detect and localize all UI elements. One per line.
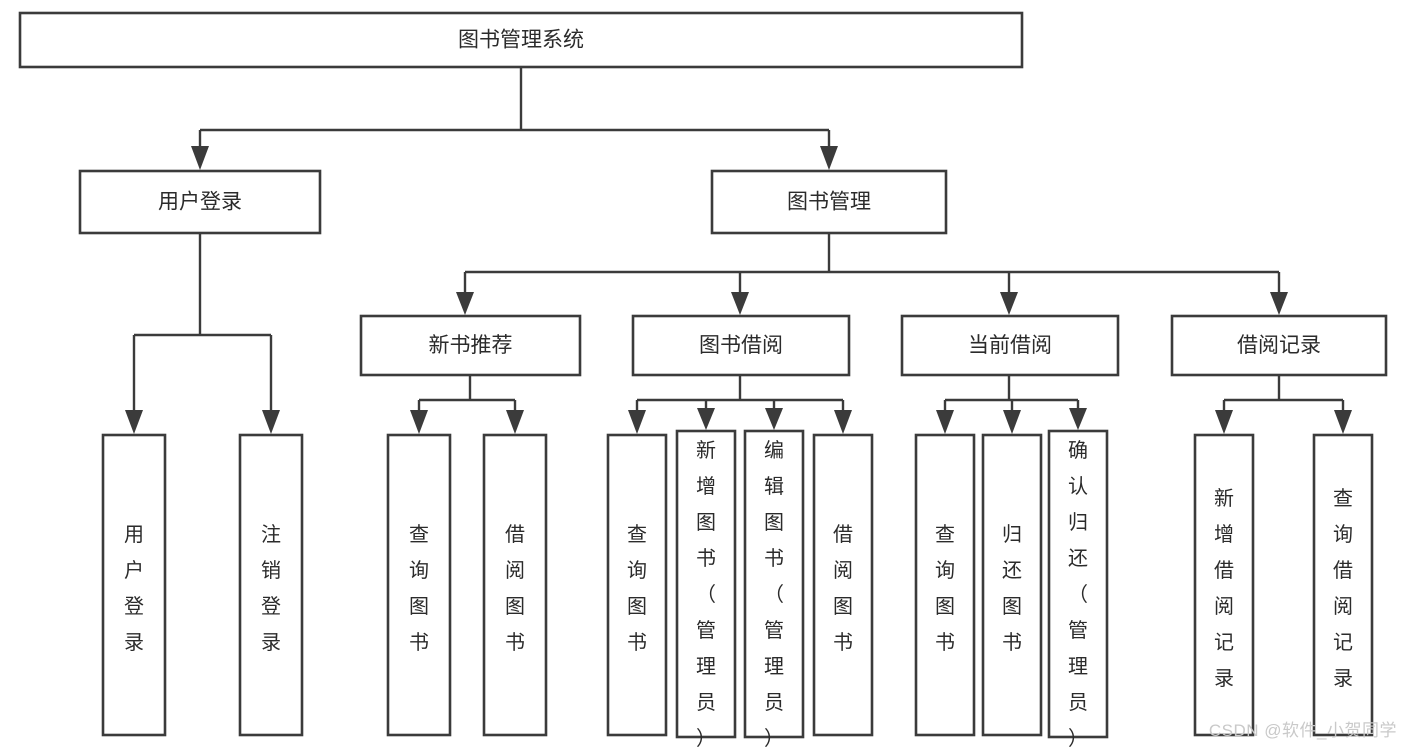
node-box-current-borrow (900, 314, 1120, 377)
arrow-borrow-record (1270, 292, 1288, 315)
arrow-leaf-logout (262, 410, 280, 434)
node-leaf-user-login[interactable]: 用户登录 (101, 433, 167, 737)
node-leaf-confirm-return[interactable]: 确认归还（管理员） (1047, 429, 1109, 747)
arrow-leaf-add-book (697, 408, 715, 430)
arrow-leaf-borrow-book-1 (506, 410, 524, 434)
node-box-leaf-query-record (1312, 433, 1374, 737)
arrow-leaf-query-book-2 (628, 410, 646, 434)
arrow-book-borrow (731, 292, 749, 315)
node-label-leaf-borrow-book-2: 借阅图书 (833, 523, 853, 654)
arrow-leaf-query-record (1334, 410, 1352, 434)
node-box-leaf-query-book-3 (914, 433, 976, 737)
node-box-leaf-user-login (101, 433, 167, 737)
arrow-leaf-query-book-3 (936, 410, 954, 434)
node-leaf-query-record[interactable]: 查询借阅记录 (1312, 433, 1374, 737)
node-label-leaf-add-record: 新增借阅记录 (1214, 487, 1234, 690)
node-leaf-add-book[interactable]: 新增图书（管理员） (675, 429, 737, 747)
arrow-leaf-confirm-return (1069, 408, 1087, 430)
node-box-leaf-borrow-book-2 (812, 433, 874, 737)
arrow-leaf-add-record (1215, 410, 1233, 434)
node-label-leaf-edit-book: 编辑图书（管理员） (764, 439, 784, 747)
node-leaf-edit-book[interactable]: 编辑图书（管理员） (743, 429, 805, 747)
arrow-leaf-query-book-1 (410, 410, 428, 434)
node-box-leaf-query-book-2 (606, 433, 668, 737)
node-label-leaf-add-book: 新增图书（管理员） (696, 439, 716, 747)
node-label-leaf-query-book-3: 查询图书 (935, 523, 955, 654)
node-user-login[interactable]: 用户登录 (78, 169, 322, 235)
arrow-leaf-borrow-book-2 (834, 410, 852, 434)
arrow-leaf-edit-book (765, 408, 783, 430)
node-box-borrow-record (1170, 314, 1388, 377)
node-box-book-manage (710, 169, 948, 235)
node-label-user-login: 用户登录 (158, 191, 242, 214)
node-leaf-borrow-book-1[interactable]: 借阅图书 (482, 433, 548, 737)
node-label-leaf-logout: 注销登录 (261, 523, 281, 654)
node-box-root (18, 11, 1024, 69)
connector-layer (125, 67, 1352, 434)
node-leaf-query-book-1[interactable]: 查询图书 (386, 433, 452, 737)
node-book-borrow[interactable]: 图书借阅 (631, 314, 851, 377)
node-label-leaf-return-book: 归还图书 (1002, 523, 1022, 654)
node-label-current-borrow: 当前借阅 (968, 334, 1052, 357)
node-label-leaf-query-record: 查询借阅记录 (1333, 487, 1353, 690)
arrow-current-borrow (1000, 292, 1018, 315)
node-box-leaf-borrow-book-1 (482, 433, 548, 737)
node-current-borrow[interactable]: 当前借阅 (900, 314, 1120, 377)
node-root[interactable]: 图书管理系统 (18, 11, 1024, 69)
node-label-book-manage: 图书管理 (787, 191, 871, 214)
node-box-new-book-recommend (359, 314, 582, 377)
node-new-book-recommend[interactable]: 新书推荐 (359, 314, 582, 377)
node-label-leaf-user-login: 用户登录 (124, 524, 144, 654)
node-label-leaf-query-book-2: 查询图书 (627, 523, 647, 654)
arrow-book-manage (820, 146, 838, 170)
node-leaf-borrow-book-2[interactable]: 借阅图书 (812, 433, 874, 737)
node-box-user-login (78, 169, 322, 235)
node-leaf-logout[interactable]: 注销登录 (238, 433, 304, 737)
arrow-leaf-return-book (1003, 410, 1021, 434)
node-leaf-return-book[interactable]: 归还图书 (981, 433, 1043, 737)
node-book-manage[interactable]: 图书管理 (710, 169, 948, 235)
arrow-user-login (191, 146, 209, 170)
arrow-leaf-user-login (125, 410, 143, 434)
node-layer: 图书管理系统用户登录图书管理新书推荐图书借阅当前借阅借阅记录用户登录注销登录查询… (18, 11, 1388, 747)
node-label-leaf-borrow-book-1: 借阅图书 (505, 523, 525, 654)
node-box-book-borrow (631, 314, 851, 377)
node-box-leaf-add-book (675, 429, 737, 739)
node-label-book-borrow: 图书借阅 (699, 334, 783, 357)
node-box-leaf-confirm-return (1047, 429, 1109, 739)
node-label-leaf-confirm-return: 确认归还（管理员） (1068, 439, 1088, 747)
arrow-new-book-recommend (456, 292, 474, 315)
node-box-leaf-edit-book (743, 429, 805, 739)
node-box-leaf-query-book-1 (386, 433, 452, 737)
node-label-leaf-query-book-1: 查询图书 (409, 523, 429, 654)
node-box-leaf-return-book (981, 433, 1043, 737)
node-leaf-query-book-2[interactable]: 查询图书 (606, 433, 668, 737)
node-borrow-record[interactable]: 借阅记录 (1170, 314, 1388, 377)
node-box-leaf-add-record (1193, 433, 1255, 737)
node-leaf-add-record[interactable]: 新增借阅记录 (1193, 433, 1255, 737)
node-leaf-query-book-3[interactable]: 查询图书 (914, 433, 976, 737)
node-label-new-book-recommend: 新书推荐 (429, 334, 513, 357)
node-label-root: 图书管理系统 (458, 29, 584, 52)
node-box-leaf-logout (238, 433, 304, 737)
node-label-borrow-record: 借阅记录 (1237, 334, 1321, 357)
